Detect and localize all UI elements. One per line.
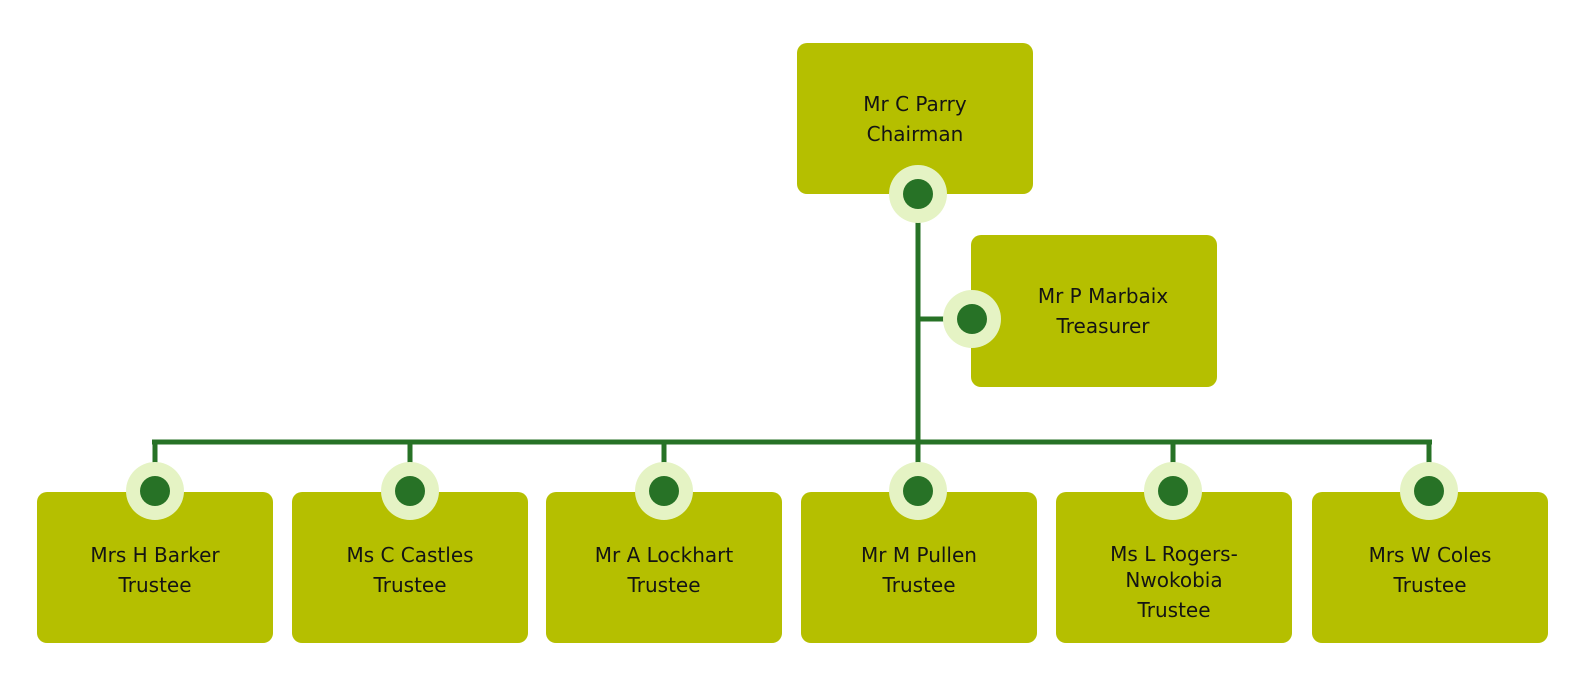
trustee-connector-dot-1 xyxy=(126,462,184,520)
trustee-connector-dot-5 xyxy=(1144,462,1202,520)
trustee-name: Mr A Lockhart xyxy=(594,542,734,567)
trustee-connector-dot-2 xyxy=(381,462,439,520)
trustee-name: Mr M Pullen xyxy=(861,542,977,567)
trustee-role: Trustee xyxy=(118,572,192,597)
trustee-role: Trustee xyxy=(882,572,956,597)
trustee-connector-dot-4 xyxy=(889,462,947,520)
treasurer-name: Mr P Marbaix xyxy=(1037,284,1169,308)
trustee-role: Trustee xyxy=(373,572,447,597)
trustee-node-4: Mr M Pullen Trustee xyxy=(801,492,1037,643)
trustee-connector-dot-3 xyxy=(635,462,693,520)
treasurer-role: Treasurer xyxy=(1056,314,1150,338)
trustee-role: Trustee xyxy=(1393,572,1467,597)
trustee-name: Mrs W Coles xyxy=(1368,542,1492,567)
treasurer-connector-dot xyxy=(943,290,1001,348)
chairman-node: Mr C Parry Chairman xyxy=(797,43,1033,194)
chairman-role: Chairman xyxy=(866,121,964,146)
trustee-name: Ms L Rogers-Nwokobia xyxy=(1110,541,1238,592)
trustee-name: Mrs H Barker xyxy=(90,542,220,567)
trustee-role: Trustee xyxy=(1137,597,1211,622)
chairman-name: Mr C Parry xyxy=(863,91,967,116)
trustee-connector-dot-6 xyxy=(1400,462,1458,520)
trustee-role: Trustee xyxy=(627,572,701,597)
chairman-connector-dot xyxy=(889,165,947,223)
trustee-name: Ms C Castles xyxy=(346,542,474,567)
treasurer-node: Mr P Marbaix Treasurer xyxy=(971,235,1217,387)
